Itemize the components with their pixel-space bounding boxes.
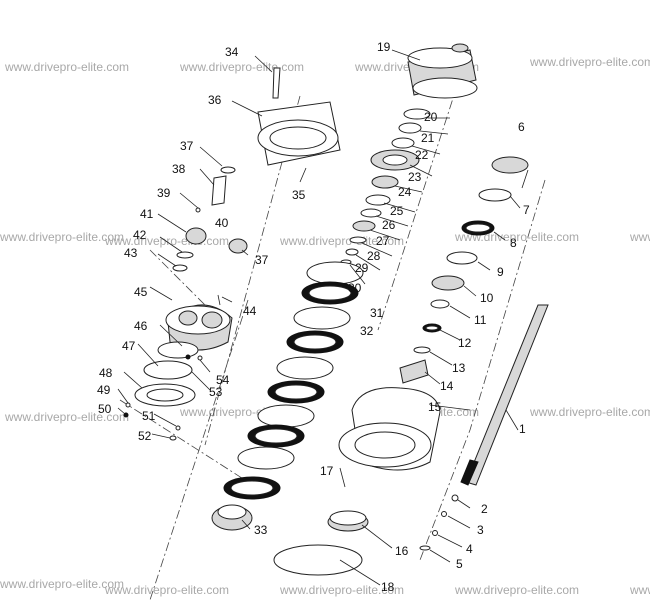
callout-38: 38	[172, 162, 186, 176]
callout-48: 48	[99, 366, 113, 380]
assembly-axes	[119, 51, 546, 601]
callout-40: 40	[215, 216, 229, 230]
callout-7: 7	[523, 203, 530, 217]
clutch-plate-bore	[274, 384, 318, 400]
callout-43: 43	[124, 246, 138, 260]
callout-30: 30	[348, 281, 362, 295]
callout-23: 23	[408, 170, 422, 184]
clutch-plate-bore	[293, 334, 337, 350]
callout-49: 49	[97, 383, 111, 397]
callout-1: 1	[519, 422, 526, 436]
part-shaft-1	[460, 304, 549, 486]
callout-36: 36	[208, 93, 222, 107]
part-hub-16	[327, 510, 369, 532]
callout-4: 4	[466, 542, 473, 556]
callout-11: 11	[474, 313, 487, 327]
callout-41: 41	[140, 207, 154, 221]
watermark-text: www.drivepro-elite.com	[629, 230, 650, 244]
watermark-text: www.drivepro-elite.com	[279, 583, 404, 597]
callout-13: 13	[452, 361, 466, 375]
part-column-6-14	[399, 156, 529, 384]
watermark-text: www.drivepro-elite.com	[179, 60, 304, 74]
watermark-text: www.drivepro-elite.com	[4, 410, 129, 424]
callout-21: 21	[421, 131, 435, 145]
watermark-text: www.drivepro-elite.com	[104, 583, 229, 597]
part-planet-carrier-45	[165, 294, 233, 351]
callout-34: 34	[225, 45, 239, 59]
callout-5: 5	[456, 557, 463, 571]
callout-50: 50	[98, 402, 112, 416]
callout-29: 29	[355, 261, 369, 275]
part-bolt-34	[272, 67, 281, 99]
callout-6: 6	[518, 120, 525, 134]
callout-22: 22	[415, 148, 429, 162]
part-gear-pin-37-43	[172, 166, 248, 272]
callout-12: 12	[458, 336, 472, 350]
callout-24: 24	[398, 185, 412, 199]
callout-35: 35	[292, 188, 306, 202]
callout-28: 28	[367, 249, 381, 263]
part-plate-48	[134, 383, 196, 407]
clutch-plate-bore	[230, 480, 274, 496]
clutch-plate	[276, 356, 334, 380]
clutch-plate-stack	[223, 261, 364, 500]
callout-42: 42	[133, 228, 147, 242]
callout-26: 26	[382, 218, 396, 232]
callout-10: 10	[480, 291, 494, 305]
part-housing-15	[338, 387, 441, 471]
callout-25: 25	[390, 204, 404, 218]
callout-number-layer: 1234567891011121314151617181920212223242…	[97, 40, 530, 594]
clutch-plate	[257, 404, 315, 428]
callout-15: 15	[428, 400, 442, 414]
callout-8: 8	[510, 236, 517, 250]
watermark-text: www.drivepro-elite.com	[529, 55, 650, 69]
callout-53: 53	[209, 385, 223, 399]
watermark-text: www.drivepro-elite.com	[454, 583, 579, 597]
part-sun-gear-33	[211, 504, 253, 531]
callout-20: 20	[424, 110, 438, 124]
callout-44: 44	[243, 304, 257, 318]
leader-lines	[117, 49, 529, 586]
callout-45: 45	[134, 285, 148, 299]
watermark-text: www.drivepro-elite.com	[279, 234, 404, 248]
watermark-text: www.drivepro-elite.com	[0, 577, 124, 591]
callout-2: 2	[481, 502, 488, 516]
watermark-text: www.drivepro-elite.com	[629, 583, 650, 597]
clutch-plate-bore	[308, 285, 352, 301]
part-drum-19	[407, 43, 478, 99]
clutch-plate-bore	[254, 428, 298, 444]
callout-14: 14	[440, 379, 454, 393]
callout-33: 33	[254, 523, 268, 537]
callout-52: 52	[138, 429, 152, 443]
callout-32: 32	[360, 324, 374, 338]
callout-9: 9	[497, 265, 504, 279]
callout-16: 16	[395, 544, 409, 558]
callout-39: 39	[157, 186, 171, 200]
part-oring-18	[273, 544, 363, 576]
watermark-text: www.drivepro-elite.com	[529, 405, 650, 419]
watermark-text: www.drivepro-elite.com	[4, 60, 129, 74]
callout-27: 27	[376, 234, 390, 248]
callout-18: 18	[381, 580, 395, 594]
callout-17: 17	[320, 464, 334, 478]
callout-37: 37	[180, 139, 194, 153]
part-carrier-36	[257, 101, 341, 166]
clutch-plate	[237, 446, 295, 470]
part-pin-17	[339, 467, 346, 488]
callout-19: 19	[377, 40, 391, 54]
callout-3: 3	[477, 523, 484, 537]
callout-51: 51	[142, 409, 156, 423]
part-small-2-5	[419, 494, 459, 551]
watermark-text: www.drivepro-elite.com	[0, 230, 124, 244]
clutch-plate	[293, 306, 351, 330]
callout-31: 31	[370, 306, 384, 320]
callout-37: 37	[255, 253, 269, 267]
callout-46: 46	[134, 319, 148, 333]
part-rings-20-23	[370, 108, 431, 171]
callout-47: 47	[122, 339, 136, 353]
part-stack-24-28	[340, 175, 399, 265]
callout-54: 54	[216, 373, 230, 387]
